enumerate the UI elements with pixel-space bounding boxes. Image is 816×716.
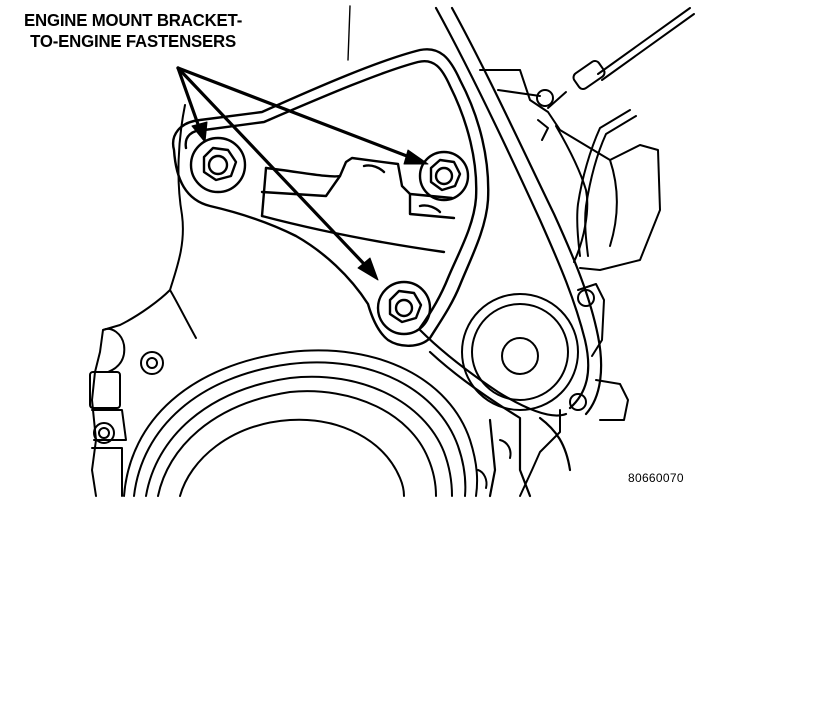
callout-arrows	[176, 66, 429, 281]
fastener-bolt-upper-right	[418, 150, 470, 202]
callout-line-1: ENGINE MOUNT BRACKET-	[24, 10, 243, 30]
idler-pulley	[461, 293, 579, 411]
right-side-components	[477, 283, 629, 497]
timing-belt-cover	[418, 6, 603, 498]
engine-mount-bracket	[171, 48, 490, 347]
side-bolt-lower	[93, 422, 115, 444]
reference-line	[347, 5, 351, 61]
fastener-bolt-lower	[376, 280, 432, 336]
fastener-bolt-upper-left	[189, 136, 247, 194]
side-bolt-upper	[140, 351, 164, 375]
upper-right-components	[479, 7, 695, 271]
callout-line-2: TO-ENGINE FASTENSERS	[30, 31, 236, 51]
callout-label: ENGINE MOUNT BRACKET- TO-ENGINE FASTENSE…	[24, 10, 242, 52]
figure-id: 80660070	[628, 471, 684, 485]
crankshaft-pulley	[123, 349, 479, 497]
